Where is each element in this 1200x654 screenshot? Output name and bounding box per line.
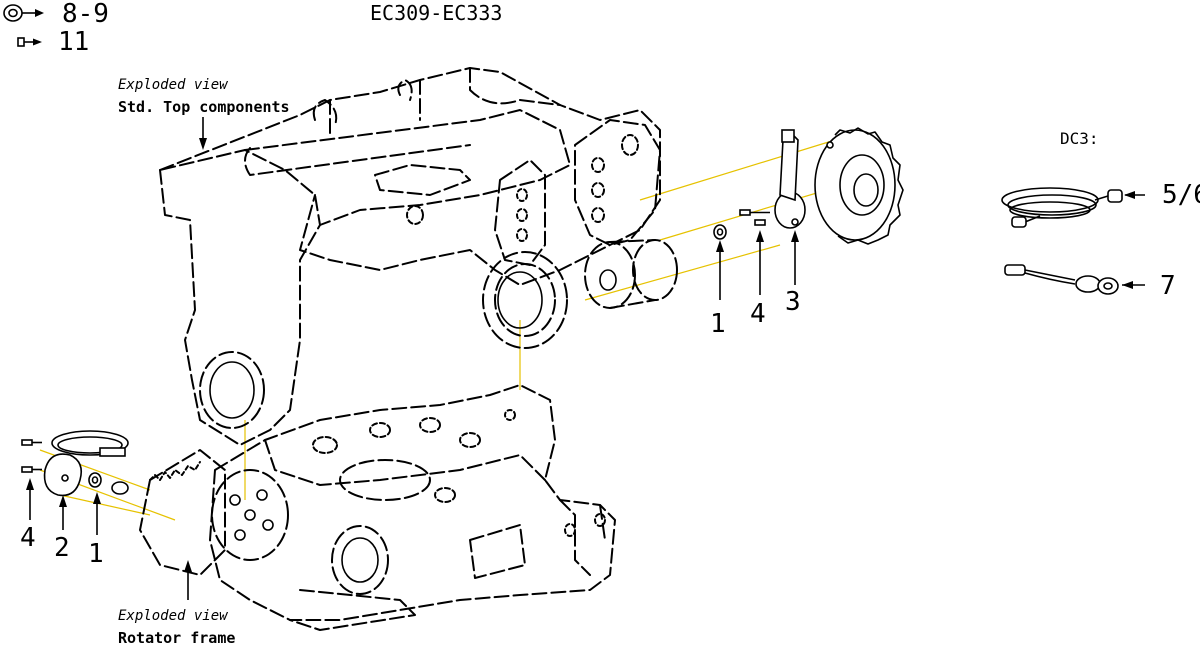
callout-right-nut: 1 [710,309,726,339]
legend-label-connector: 8-9 [62,0,109,29]
legend-connector-row: 8-9 [3,0,109,29]
sensor-plate-left-icon [43,453,83,497]
sensor-plate-icon [774,129,806,229]
callout-left-nut: 1 [88,539,104,569]
dc3-label: DC3: [1060,129,1099,148]
top-components-label: Std. Top components [118,98,290,116]
nut-icon [713,224,727,240]
callout-right-sensor: 3 [785,287,801,317]
callout-left-sensor: 2 [54,533,70,563]
rotator-frame-note: Exploded view [118,608,228,624]
screw-pair-left-icon [21,439,42,473]
top-bracket-assembly [159,67,678,446]
long-cable-icon [1001,187,1123,228]
legend-label-screw: 11 [58,27,89,57]
short-cable-icon [1004,264,1119,295]
left-sensor-group: 4 2 1 [20,430,129,569]
dc3-panel: DC3: 5/6 7 [1001,129,1200,301]
screw-pair-icon [739,209,770,226]
gear-ring-icon [814,127,904,245]
rotator-frame-label: Rotator frame [118,629,235,647]
rotator-frame-assembly [139,384,616,631]
screw-icon [17,37,42,47]
top-components-leader [199,117,207,150]
callout-right-screw: 4 [750,299,766,329]
dc3-label-long-cable: 5/6 [1162,180,1200,210]
clamp-icon [51,430,129,457]
drawing-title: EC309-EC333 [370,1,502,25]
rotator-frame-leader [184,560,192,600]
connector-icon [3,4,44,22]
nut-left-icon [88,472,129,495]
dc3-label-short-cable: 7 [1160,271,1176,301]
legend-screw-row: 11 [17,27,89,57]
right-sensor-group: 1 4 3 [710,127,904,339]
callout-left-screw: 4 [20,523,36,553]
top-components-note: Exploded view [118,77,228,93]
